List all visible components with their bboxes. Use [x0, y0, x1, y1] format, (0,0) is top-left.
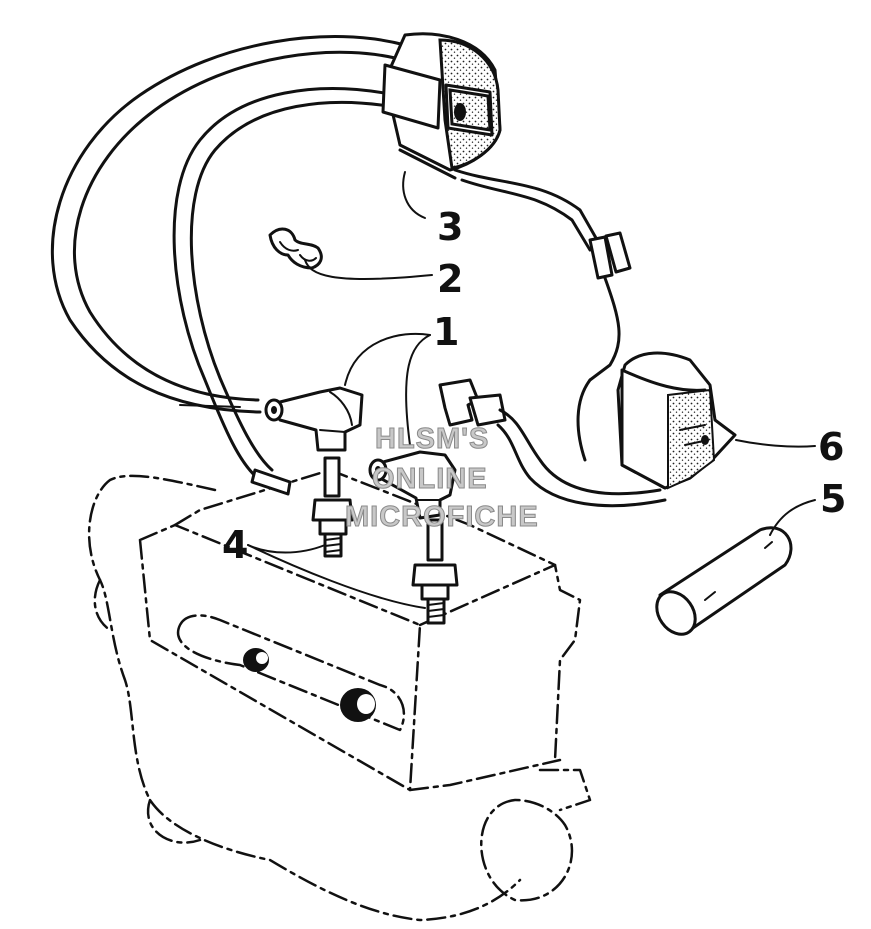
capacitor [655, 526, 793, 636]
spark-plug-cap-right [368, 450, 457, 520]
cdi-module [616, 351, 737, 490]
cap-clip [268, 227, 323, 270]
spark-plug-right [411, 518, 459, 625]
callout-5: 5 [820, 477, 846, 521]
callout-3: 3 [437, 205, 463, 249]
spark-plug-left [311, 456, 354, 558]
high-tension-wires [50, 35, 412, 496]
watermark-line-3: MICROFICHE [345, 501, 539, 533]
leader-lines [247, 171, 816, 609]
ignition-coil [381, 32, 502, 180]
callout-1: 1 [433, 310, 459, 354]
engine-block-outline [87, 468, 592, 922]
watermark-line-2: ONLINE [372, 463, 488, 495]
callout-6: 6 [818, 425, 844, 469]
watermark: HLSM'S ONLINE MICROFICHE [345, 423, 539, 534]
spark-plug-cap-left [264, 386, 364, 452]
wire-connector-block [438, 378, 667, 508]
callout-4: 4 [222, 523, 248, 567]
watermark-line-1: HLSM'S [375, 423, 489, 455]
engine-bore-holes [243, 648, 376, 722]
coil-lead-connectors [453, 168, 632, 382]
callout-2: 2 [437, 257, 463, 301]
